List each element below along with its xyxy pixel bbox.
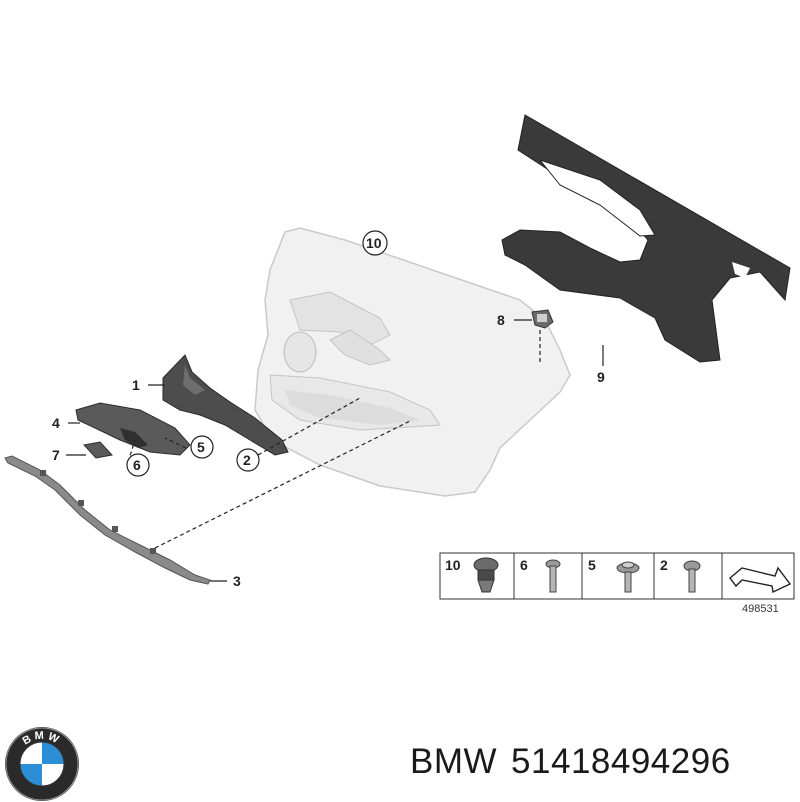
legend-item-5: 5 bbox=[588, 557, 596, 573]
callout-3: 3 bbox=[233, 573, 241, 589]
trim-strip-3 bbox=[4, 455, 211, 585]
insulation-panel bbox=[501, 114, 791, 363]
legend-item-6: 6 bbox=[520, 557, 528, 573]
svg-text:BMW: BMW bbox=[21, 730, 64, 748]
callout-10-circle bbox=[362, 230, 388, 256]
callout-7: 7 bbox=[52, 447, 60, 463]
callout-2: 2 bbox=[243, 452, 251, 468]
clip-8 bbox=[531, 309, 554, 329]
legend-item-2: 2 bbox=[660, 557, 668, 573]
callout-10: 10 bbox=[366, 235, 382, 251]
part-number: 51418494296 bbox=[511, 742, 731, 781]
callout-1: 1 bbox=[132, 377, 140, 393]
screw-5-icon bbox=[616, 561, 640, 593]
fastener-legend: 10 6 5 2 498531 bbox=[439, 552, 795, 615]
callout-8: 8 bbox=[497, 312, 505, 328]
trim-piece-1 bbox=[162, 354, 289, 456]
callout-4: 4 bbox=[52, 415, 60, 431]
door-trim-panel bbox=[254, 227, 571, 497]
callout-6-circle bbox=[126, 453, 150, 477]
callout-5-circle bbox=[190, 435, 214, 459]
callout-5: 5 bbox=[197, 439, 205, 455]
callout-2-circle bbox=[236, 448, 260, 472]
screw-6-icon bbox=[545, 559, 561, 593]
catalog-label: BMW 51418494296 bbox=[410, 742, 745, 782]
legend-code: 498531 bbox=[742, 603, 779, 615]
direction-arrow-icon bbox=[729, 566, 792, 594]
callout-9: 9 bbox=[597, 369, 605, 385]
callout-6: 6 bbox=[133, 457, 141, 473]
push-pin-icon bbox=[473, 557, 499, 593]
legend-item-10: 10 bbox=[445, 557, 461, 573]
screw-2-icon bbox=[683, 560, 701, 593]
bmw-logo: BMW bbox=[5, 727, 79, 801]
cover-7 bbox=[83, 441, 113, 459]
brand-name: BMW bbox=[410, 742, 498, 781]
handle-insert-4 bbox=[75, 402, 191, 456]
